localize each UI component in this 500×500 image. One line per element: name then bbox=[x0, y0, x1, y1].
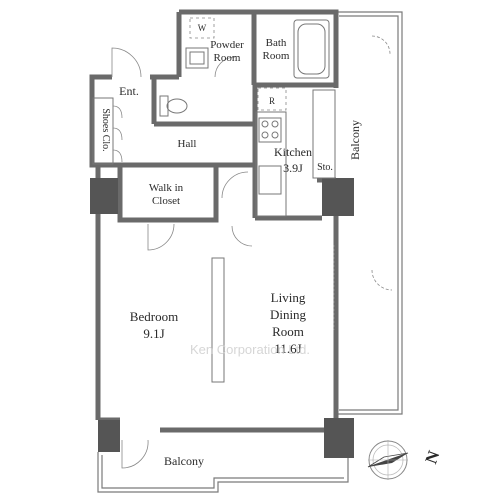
storage-closet bbox=[312, 89, 336, 179]
refrigerator-mark: R bbox=[269, 96, 275, 106]
kitchen-sink bbox=[258, 165, 282, 195]
living-door bbox=[231, 225, 253, 247]
column-ne bbox=[322, 178, 354, 216]
hall-label: Hall bbox=[178, 138, 197, 150]
powder-room-label-2: Room bbox=[214, 52, 241, 64]
kitchen-label: Kitchen bbox=[274, 145, 312, 159]
living-label-2: Dining bbox=[270, 307, 307, 322]
bedroom-label: Bedroom bbox=[130, 309, 178, 324]
bedroom-size: 9.1J bbox=[143, 326, 164, 341]
washer-space bbox=[189, 17, 215, 39]
column-sw bbox=[98, 420, 120, 452]
shoes-closet-label: Shoes Clo. bbox=[100, 108, 111, 151]
stove bbox=[258, 117, 282, 143]
balcony-east-label: Balcony bbox=[348, 120, 362, 160]
column-se bbox=[324, 418, 354, 458]
shoes-closet bbox=[92, 97, 123, 165]
powder-room-door bbox=[214, 56, 236, 78]
bath-room-label-2: Room bbox=[263, 50, 290, 62]
kitchen-size: 3.9J bbox=[283, 161, 303, 175]
bathtub bbox=[293, 19, 330, 79]
walkin-closet-label-1: Walk in bbox=[149, 182, 184, 194]
washbasin bbox=[185, 47, 209, 69]
bath-room-label-1: Bath bbox=[266, 37, 287, 49]
watermark: Ken Corporation Ltd. bbox=[190, 342, 310, 357]
entrance-label: Ent. bbox=[119, 84, 139, 98]
partition-screen bbox=[211, 257, 225, 383]
powder-room-label-1: Powder bbox=[210, 39, 244, 51]
refrigerator-space bbox=[257, 87, 287, 111]
balcony-window-door bbox=[121, 439, 149, 469]
column-nw bbox=[90, 178, 118, 214]
living-size: 11.6J bbox=[274, 341, 301, 356]
kitchen-counter bbox=[255, 111, 287, 217]
living-label-1: Living bbox=[271, 290, 306, 305]
toilet bbox=[159, 95, 188, 117]
balcony-south-label: Balcony bbox=[164, 454, 204, 468]
exterior-walls bbox=[89, 9, 339, 433]
storage-label: Sto. bbox=[317, 162, 333, 173]
balcony-east-outline bbox=[336, 11, 403, 415]
walkin-closet-door bbox=[221, 171, 249, 199]
washer-mark: W bbox=[198, 23, 207, 33]
bedroom-door bbox=[147, 223, 175, 251]
compass-north-label: N bbox=[421, 447, 443, 466]
walkin-closet-label-2: Closet bbox=[152, 195, 180, 207]
balcony-east-doors bbox=[333, 35, 393, 330]
compass-icon bbox=[367, 440, 409, 480]
entrance-door bbox=[111, 47, 142, 78]
living-label-3: Room bbox=[272, 324, 304, 339]
balcony-south-outline bbox=[97, 452, 349, 493]
